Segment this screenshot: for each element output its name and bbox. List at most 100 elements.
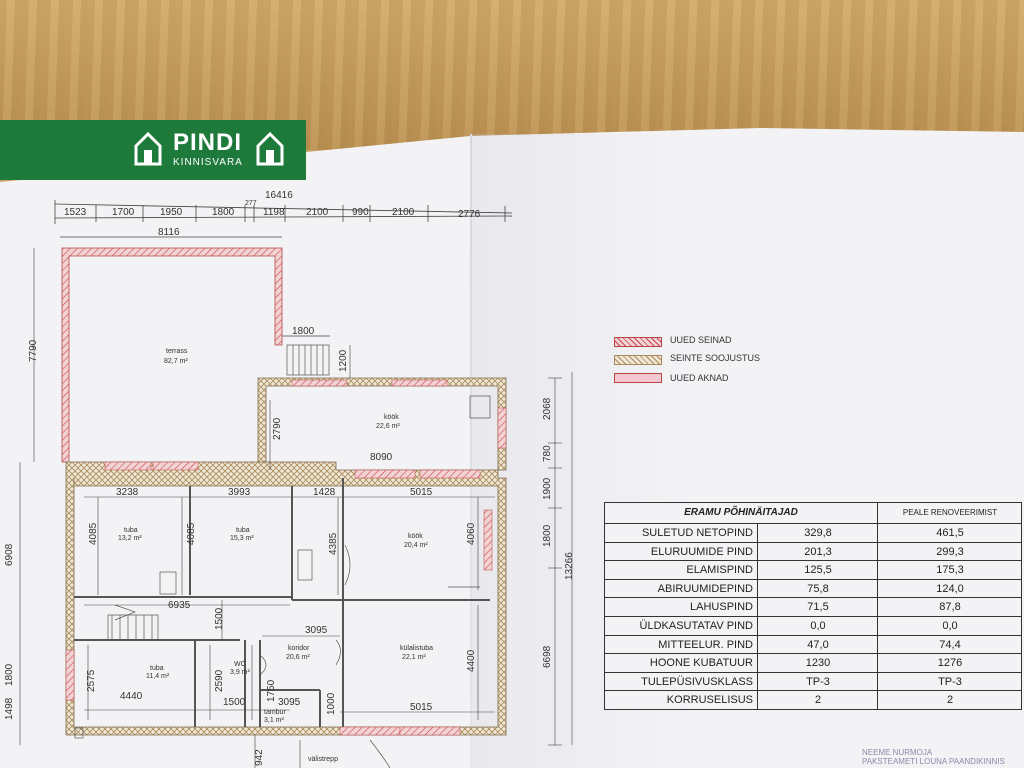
dim-left-6908: 6908 xyxy=(4,543,15,566)
dim-1500: 1500 xyxy=(214,607,225,630)
dim-right-6698: 6698 xyxy=(542,645,553,668)
dim-4400: 4400 xyxy=(466,649,477,672)
table-header-title: ERAMU PÕHINÄITAJAD xyxy=(684,507,798,518)
paper-fold xyxy=(470,134,472,768)
logo-subtitle: KINNISVARA xyxy=(173,157,243,168)
room-tuba3-name: tuba xyxy=(150,665,164,672)
room-tuba2-name: tuba xyxy=(236,527,250,534)
dim-3095: 3095 xyxy=(305,625,328,636)
dim-seg: 1523 xyxy=(64,207,87,218)
pindi-logo[interactable]: PINDI KINNISVARA xyxy=(0,120,306,180)
dim-seg: 1950 xyxy=(160,207,183,218)
table-cell-label: ELAMISPIND xyxy=(686,564,753,577)
table-cell-before: 329,8 xyxy=(757,524,878,543)
room-tuba2-area: 15,3 m² xyxy=(230,535,254,542)
room-kook-name: köök xyxy=(384,414,399,421)
table-cell-before: 0,0 xyxy=(757,617,878,636)
dim-1000: 1000 xyxy=(326,692,337,715)
room-terrass-area: 82,7 m² xyxy=(164,358,188,365)
room-kook2-name: köök xyxy=(408,533,423,540)
dim-terrace-width: 8116 xyxy=(158,227,180,238)
table-cell-before: 125,5 xyxy=(757,561,878,580)
table-cell-before: 1230 xyxy=(757,654,878,673)
dim-3993: 3993 xyxy=(228,487,251,498)
table-cell-before: 201,3 xyxy=(757,542,878,562)
room-koridor-area: 20,6 m² xyxy=(286,654,310,661)
table-cell-label: KORRUSELISUS xyxy=(666,694,753,707)
dim-5015-b: 5015 xyxy=(410,702,433,713)
dim-1750: 1750 xyxy=(266,679,277,702)
dim-4085-b: 4085 xyxy=(186,522,197,545)
room-kulalistuba-area: 22,1 m² xyxy=(402,654,426,661)
legend-swatch-new-windows xyxy=(614,373,662,383)
table-cell-label: ÜLDKASUTATAV PIND xyxy=(639,620,753,632)
dim-right-1800: 1800 xyxy=(542,524,553,547)
dim-right-780: 780 xyxy=(542,445,553,462)
dim-4085-a: 4085 xyxy=(88,522,99,545)
dim-seg: 1198 xyxy=(263,207,285,218)
dim-3238: 3238 xyxy=(116,487,139,498)
table-cell-before: 47,0 xyxy=(757,635,878,655)
table-cell-after: 1276 xyxy=(877,654,1022,673)
table-cell-label: ELURUUMIDE PIND xyxy=(650,545,753,558)
architect-signature: NEEME NURMOJA PAKSTEAMETI LOUNA PAANDIKI… xyxy=(862,748,1005,766)
table-cell-label: SULETUD NETOPIND xyxy=(641,527,753,539)
table-cell-after: 87,8 xyxy=(877,598,1022,618)
dim-seg: 990 xyxy=(352,207,369,218)
dim-seg: 2100 xyxy=(306,207,329,218)
dim-5015: 5015 xyxy=(410,487,433,498)
dim-seg: 277 xyxy=(245,200,257,207)
dim-2590: 2590 xyxy=(214,669,225,692)
table-cell-after: 299,3 xyxy=(877,542,1022,562)
table-cell-before: 2 xyxy=(757,691,878,711)
dim-seg: 1800 xyxy=(212,207,235,218)
house-icon-left xyxy=(134,132,162,166)
dim-left-1498: 1498 xyxy=(4,697,15,720)
legend-label-new-windows: UUED AKNAD xyxy=(670,373,729,383)
table-header: ERAMU PÕHINÄITAJAD PEALE RENOVEERIMIST xyxy=(605,503,1021,523)
table-cell-label: HOONE KUBATUUR xyxy=(649,657,753,670)
room-valistrepp-name: välistrepp xyxy=(308,756,338,763)
room-tambur-area: 3,1 m² xyxy=(264,717,284,724)
dim-kitchen-width: 8090 xyxy=(370,452,393,463)
table-cell-label: ABIRUUMIDEPIND xyxy=(657,582,753,595)
dim-height-1200: 1200 xyxy=(338,349,349,372)
dim-seg: 1700 xyxy=(112,207,135,218)
table-cell-after: 175,3 xyxy=(877,561,1022,580)
table-cell-after: 461,5 xyxy=(877,524,1022,543)
dim-right-1900: 1900 xyxy=(542,477,553,500)
room-kook2-area: 20,4 m² xyxy=(404,542,428,549)
dim-seg: 2776 xyxy=(458,209,481,220)
room-koridor-name: koridor xyxy=(288,645,310,652)
dim-4385: 4385 xyxy=(328,532,339,555)
dim-4440: 4440 xyxy=(120,691,143,702)
dim-1500-w: 1500 xyxy=(223,697,246,708)
building-indicators-table: ERAMU PÕHINÄITAJAD PEALE RENOVEERIMIST S… xyxy=(604,502,1022,711)
table-cell-after: 74,4 xyxy=(877,635,1022,655)
legend-swatch-new-walls xyxy=(614,337,662,347)
table-cell-before: 71,5 xyxy=(757,598,878,618)
legend-label-insulation: SEINTE SOOJUSTUS xyxy=(670,353,761,363)
dim-4060: 4060 xyxy=(466,522,477,545)
room-kulalistuba-name: külalistuba xyxy=(400,645,434,652)
table-header-after: PEALE RENOVEERIMIST xyxy=(877,503,1022,523)
dim-1428: 1428 xyxy=(313,487,336,498)
room-wc-name: WC xyxy=(234,661,246,668)
dim-right-13266: 13266 xyxy=(564,552,575,580)
room-tambur-name: tambur xyxy=(264,709,286,716)
table-cell-before: 75,8 xyxy=(757,579,878,599)
dim-height-7790: 7790 xyxy=(28,339,39,362)
table-cell-after: 2 xyxy=(877,691,1022,711)
room-tuba1-name: tuba xyxy=(124,527,138,534)
signature-line-1: NEEME NURMOJA xyxy=(862,748,933,757)
house-icon-right xyxy=(256,132,284,166)
